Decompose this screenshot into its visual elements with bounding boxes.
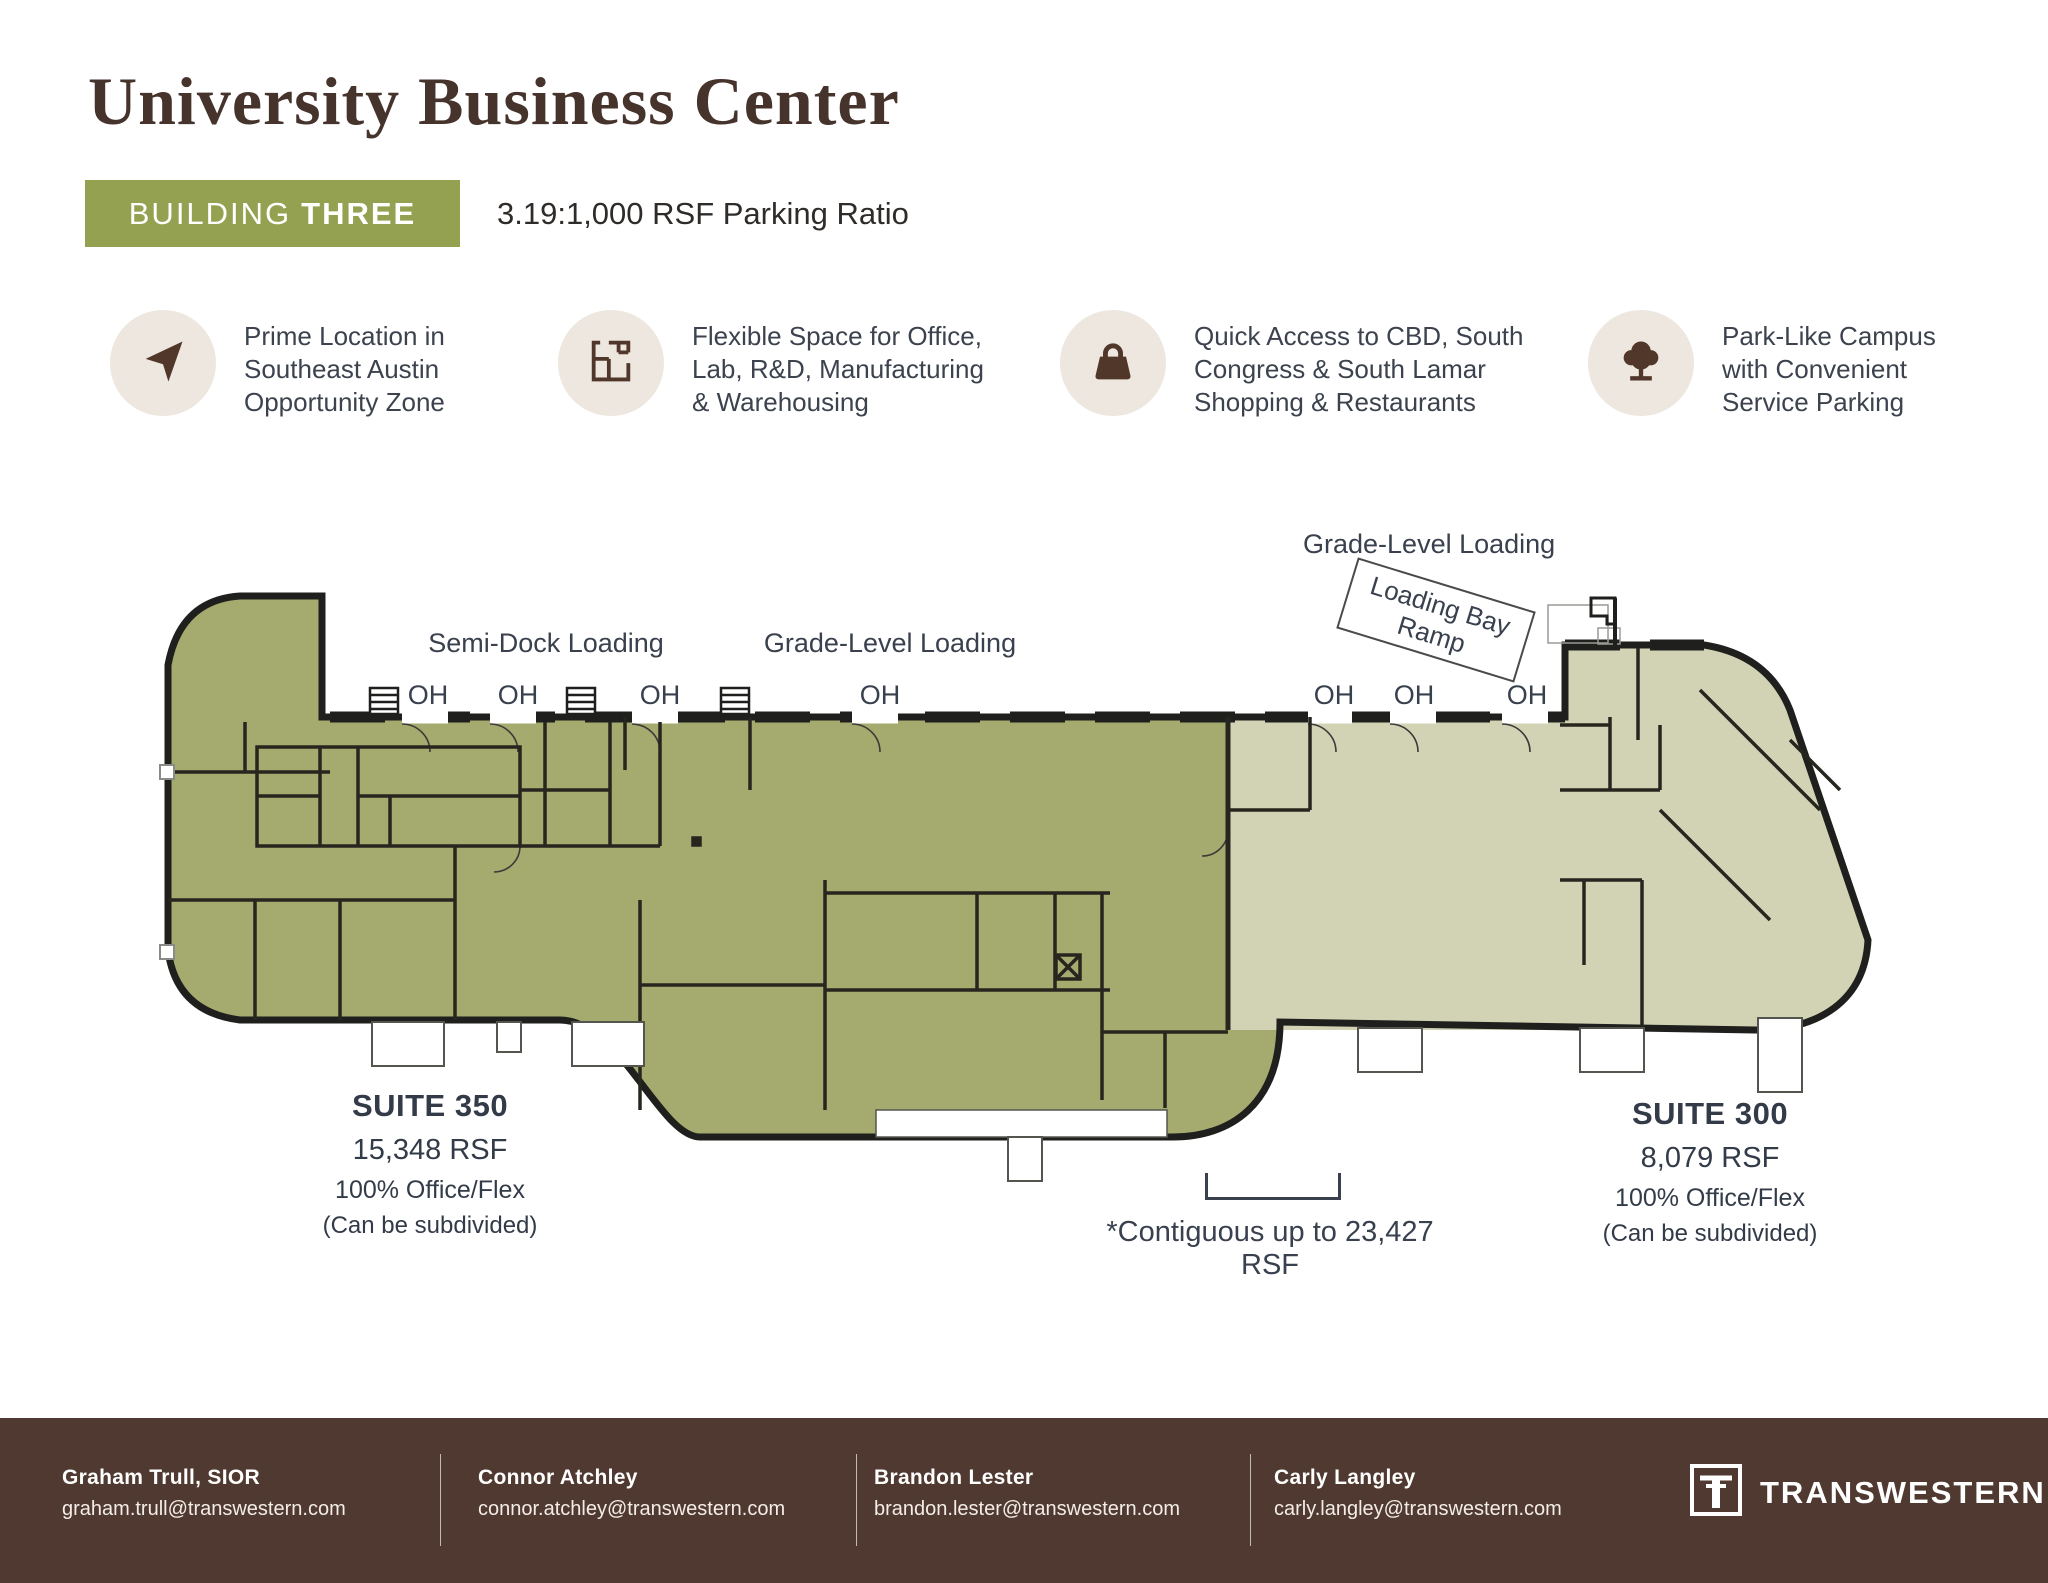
contact-card: Carly Langley carly.langley@transwestern… xyxy=(1274,1466,1562,1521)
overhead-door-label: OH xyxy=(1393,680,1435,710)
contact-name: Brandon Lester xyxy=(874,1466,1034,1489)
contact-card: Connor Atchley connor.atchley@transweste… xyxy=(478,1466,785,1521)
feature-access: Quick Access to CBD, South Congress & So… xyxy=(1060,310,1523,419)
suite-300-area xyxy=(1228,645,1868,1030)
parking-ratio-label: 3.19:1,000 RSF Parking Ratio xyxy=(497,196,909,231)
contact-card: Graham Trull, SIOR graham.trull@transwes… xyxy=(62,1466,346,1521)
brand-name: TRANSWESTERN xyxy=(1760,1474,2046,1510)
overhead-door-label: OH xyxy=(859,680,901,710)
suite-350-note: (Can be subdivided) xyxy=(322,1212,538,1239)
suite-300-rsf: 8,079 RSF xyxy=(1640,1142,1780,1174)
dock-door-icons xyxy=(368,686,751,716)
footer-divider xyxy=(1250,1454,1251,1546)
floor-plan-icon xyxy=(585,335,637,392)
building-badge-number: THREE xyxy=(301,195,417,231)
feature-flex-space: Flexible Space for Office, Lab, R&D, Man… xyxy=(558,310,984,419)
grade-level-loading-top-label: Grade-Level Loading xyxy=(1303,529,1556,559)
feature-icon-circle xyxy=(558,310,664,416)
suite-350-name: SUITE 350 xyxy=(351,1088,509,1123)
overhead-door-label: OH xyxy=(1313,680,1355,710)
suite-300-label-block: SUITE 300 8,079 RSF 100% Office/Flex (Ca… xyxy=(1560,1096,1860,1248)
feature-location: Prime Location in Southeast Austin Oppor… xyxy=(110,310,445,419)
feature-campus: Park-Like Campus with Convenient Service… xyxy=(1588,310,1936,419)
contact-name: Connor Atchley xyxy=(478,1466,638,1489)
suite-350-use: 100% Office/Flex xyxy=(335,1176,525,1204)
contact-card: Brandon Lester brandon.lester@transweste… xyxy=(874,1466,1180,1521)
contact-email: graham.trull@transwestern.com xyxy=(62,1498,346,1520)
building-badge: BUILDING THREE xyxy=(85,180,460,247)
overhead-door-label: OH xyxy=(639,680,681,710)
contact-name: Carly Langley xyxy=(1274,1466,1416,1489)
contact-email: brandon.lester@transwestern.com xyxy=(874,1498,1180,1520)
footer-divider xyxy=(440,1454,441,1546)
shopping-bag-icon xyxy=(1087,335,1139,392)
suite-300-note: (Can be subdivided) xyxy=(1602,1220,1818,1247)
semi-dock-loading-label: Semi-Dock Loading xyxy=(428,628,664,658)
interior-walls-center xyxy=(823,880,1228,1110)
suite-300-use: 100% Office/Flex xyxy=(1615,1184,1805,1212)
contiguous-bracket xyxy=(1205,1173,1341,1200)
floor-plan-drawing xyxy=(159,592,1872,1182)
feature-icon-circle xyxy=(1588,310,1694,416)
navigation-arrow-icon xyxy=(137,335,189,392)
transwestern-mark-icon xyxy=(1688,1462,1744,1523)
page-title: University Business Center xyxy=(88,63,900,139)
feature-text: Prime Location in Southeast Austin Oppor… xyxy=(244,321,445,417)
feature-text: Flexible Space for Office, Lab, R&D, Man… xyxy=(692,321,984,417)
interior-walls-east xyxy=(1225,648,1842,1030)
flag-marker xyxy=(1547,596,1621,650)
transwestern-logo: TRANSWESTERN xyxy=(1688,1462,2046,1523)
suite-350-label-block: SUITE 350 15,348 RSF 100% Office/Flex (C… xyxy=(280,1088,580,1240)
building-footprint xyxy=(168,596,1868,1137)
window-sills xyxy=(371,1017,1803,1182)
interior-walls-west xyxy=(168,717,825,1110)
feature-icon-circle xyxy=(110,310,216,416)
overhead-door-label: OH xyxy=(407,680,449,710)
footer-divider xyxy=(856,1454,857,1546)
suite-300-name: SUITE 300 xyxy=(1631,1096,1789,1131)
suite-350-rsf: 15,348 RSF xyxy=(352,1134,508,1166)
contact-email: carly.langley@transwestern.com xyxy=(1274,1498,1562,1520)
feature-icon-circle xyxy=(1060,310,1166,416)
building-badge-prefix: BUILDING xyxy=(128,195,292,231)
contact-name: Graham Trull, SIOR xyxy=(62,1466,260,1489)
contact-email: connor.atchley@transwestern.com xyxy=(478,1498,786,1520)
contiguous-note: *Contiguous up to 23,427 RSF xyxy=(1106,1216,1434,1281)
overhead-door-label: OH xyxy=(497,680,539,710)
overhead-door-label: OH xyxy=(1506,680,1548,710)
feature-text: Park-Like Campus with Convenient Service… xyxy=(1722,321,1936,417)
tree-icon xyxy=(1615,335,1667,392)
footer: Graham Trull, SIOR graham.trull@transwes… xyxy=(0,1418,2048,1583)
feature-text: Quick Access to CBD, South Congress & So… xyxy=(1194,321,1524,417)
grade-level-loading-mid-label: Grade-Level Loading xyxy=(763,628,1017,658)
